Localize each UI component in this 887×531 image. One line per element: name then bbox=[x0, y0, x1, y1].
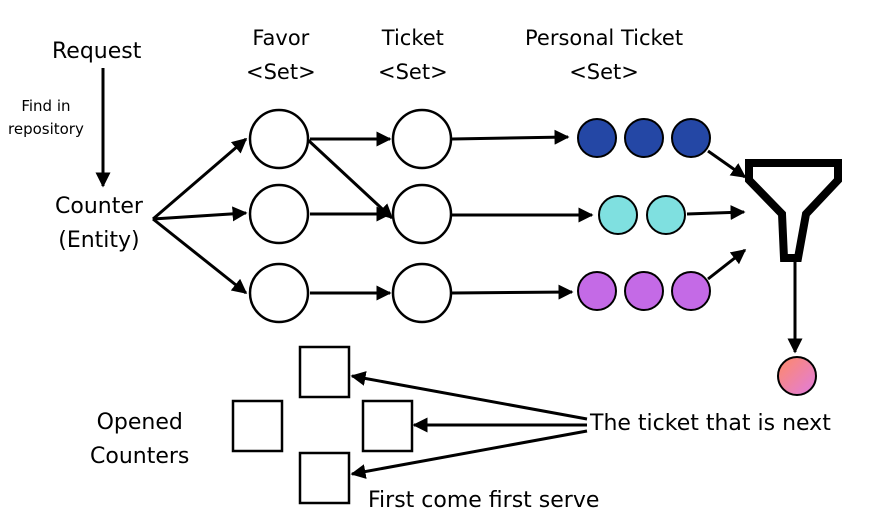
personal-to-funnel-arrows bbox=[686, 149, 747, 281]
fcfs-label: First come first serve bbox=[368, 488, 600, 513]
ticket-set bbox=[391, 108, 453, 324]
request-label: Request bbox=[52, 39, 142, 64]
ticket-set-label: Ticket <Set> bbox=[378, 26, 448, 84]
counter-to-favor-arrows bbox=[152, 137, 248, 295]
favor-node-2 bbox=[248, 183, 310, 245]
ticket-node-2 bbox=[391, 183, 453, 245]
personal-ticket-dot bbox=[646, 195, 686, 235]
ticket-node-1 bbox=[391, 108, 453, 170]
favor-set bbox=[248, 108, 310, 324]
personal-ticket-row-3 bbox=[577, 271, 711, 311]
counter-box-right bbox=[361, 399, 414, 453]
funnel-icon bbox=[745, 159, 842, 262]
personal-ticket-dot bbox=[624, 271, 664, 311]
counter-box-left bbox=[231, 399, 284, 453]
opened-counters-label: Opened Counters bbox=[90, 410, 190, 470]
personal-ticket-dot bbox=[598, 195, 638, 235]
favor-to-ticket-arrows bbox=[306, 131, 394, 301]
favor-node-1 bbox=[248, 108, 310, 170]
find-in-repository-label: Find in repository bbox=[8, 97, 84, 138]
personal-ticket-row-2 bbox=[598, 195, 686, 235]
personal-ticket-dot bbox=[671, 118, 711, 158]
personal-ticket-dot bbox=[577, 271, 617, 311]
favor-set-label: Favor <Set> bbox=[246, 26, 316, 84]
counter-box-bottom bbox=[298, 451, 351, 505]
ticket-node-3 bbox=[391, 262, 453, 324]
counter-box-top bbox=[298, 345, 351, 399]
output-ticket-dot bbox=[777, 356, 817, 396]
personal-ticket-dot bbox=[577, 118, 617, 158]
favor-node-3 bbox=[248, 262, 310, 324]
personal-ticket-row-1 bbox=[577, 118, 711, 158]
ticket-to-personal-arrows bbox=[451, 129, 594, 300]
counter-entity-label: Counter (Entity) bbox=[55, 194, 143, 254]
next-ticket-label: The ticket that is next bbox=[590, 411, 831, 436]
opened-counters bbox=[231, 345, 414, 505]
personal-ticket-dot bbox=[624, 118, 664, 158]
next-ticket-arrows bbox=[350, 371, 588, 479]
personal-ticket-dot bbox=[671, 271, 711, 311]
personal-ticket-set-label: Personal Ticket <Set> bbox=[525, 26, 684, 84]
